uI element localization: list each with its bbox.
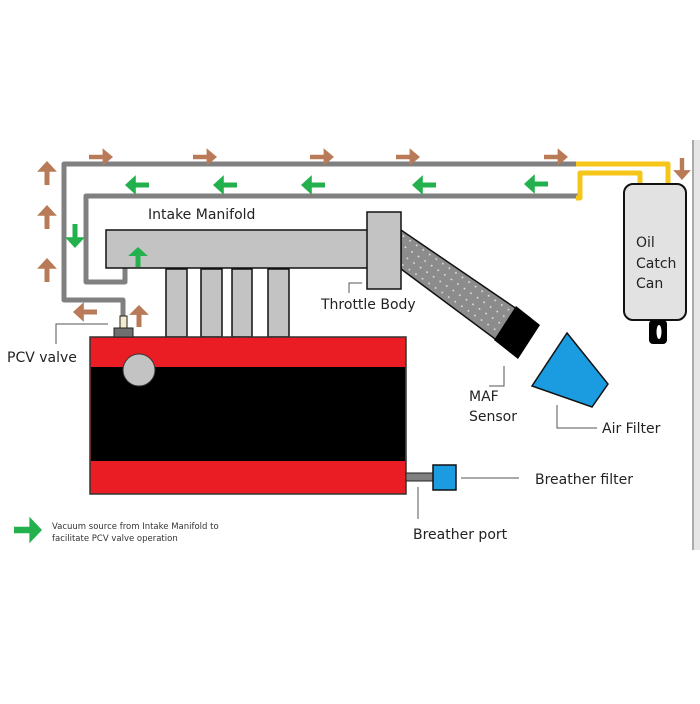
- catch-can-hose-inlet: [576, 161, 671, 186]
- breather-port: [405, 472, 434, 482]
- air-filter: [530, 331, 609, 408]
- breather-port-label: Breather port: [413, 527, 508, 543]
- throttle-body-label: Throttle Body: [320, 297, 416, 313]
- breather-filter: [432, 464, 457, 491]
- blowby-arrow-icon: [37, 258, 57, 282]
- maf-sensor-label-2: Sensor: [469, 409, 517, 425]
- catch-can-hose-outlet: [576, 170, 643, 201]
- vacuum-arrow-icon: [412, 175, 436, 195]
- drain-slot: [656, 325, 662, 339]
- intake-manifold-plenum: [105, 229, 369, 269]
- blowby-arrow-icon: [673, 158, 691, 180]
- blowby-arrow-icon: [396, 148, 420, 166]
- blowby-arrow-icon: [129, 305, 149, 327]
- blowby-arrow-icon: [73, 302, 97, 322]
- green-arrow-icon: [14, 516, 42, 544]
- maf-sensor: [494, 306, 540, 359]
- breather-filter-label: Breather filter: [535, 472, 633, 488]
- pcv-valve-leader: [55, 323, 108, 344]
- legend-line-2: facilitate PCV valve operation: [52, 534, 178, 544]
- vacuum-arrow-icon: [128, 247, 148, 267]
- vacuum-arrow-icon: [213, 175, 237, 195]
- pcv-valve-label: PCV valve: [7, 350, 77, 366]
- vacuum-arrow-icon: [524, 174, 548, 194]
- blowby-arrow-icon: [37, 205, 57, 229]
- catch-can-label-3: Can: [636, 276, 663, 292]
- green-arrow-icon: [14, 516, 42, 544]
- outer-hose: [61, 161, 578, 320]
- maf-sensor-label-1: MAF: [469, 389, 499, 405]
- pcv-valve-base: [113, 327, 134, 338]
- adjacent-window-edge: [692, 140, 700, 550]
- pcv-valve-body: [119, 315, 128, 329]
- inner-hose: [83, 193, 578, 285]
- oil-catch-can: [623, 183, 687, 321]
- air-filter-label: Air Filter: [602, 421, 661, 437]
- intake-runner-2: [200, 268, 223, 338]
- blowby-arrow-icon: [37, 161, 57, 185]
- intake-runner-3: [231, 268, 253, 338]
- flow-arrows: [37, 148, 691, 327]
- throttle-body-leader: [348, 282, 362, 293]
- blowby-arrow-icon: [89, 148, 113, 166]
- catch-can-label-1: Oil: [636, 235, 655, 251]
- intake-manifold-label: Intake Manifold: [148, 207, 255, 223]
- maf-sensor-leader: [489, 366, 505, 387]
- vacuum-arrow-icon: [65, 224, 85, 248]
- blowby-arrow-icon: [544, 148, 568, 166]
- oil-filler-cap: [122, 353, 156, 387]
- vacuum-arrow-icon: [125, 175, 149, 195]
- legend: Vacuum source from Intake Manifold to fa…: [14, 516, 219, 544]
- catch-can-label-2: Catch: [636, 256, 676, 272]
- vacuum-arrow-icon: [301, 175, 325, 195]
- intake-runner-4: [267, 268, 290, 338]
- throttle-body: [366, 211, 402, 290]
- blowby-arrow-icon: [193, 148, 217, 166]
- intake-runner-1: [165, 268, 188, 338]
- legend-line-1: Vacuum source from Intake Manifold to: [52, 522, 219, 532]
- blowby-arrow-icon: [310, 148, 334, 166]
- air-filter-leader: [556, 405, 597, 429]
